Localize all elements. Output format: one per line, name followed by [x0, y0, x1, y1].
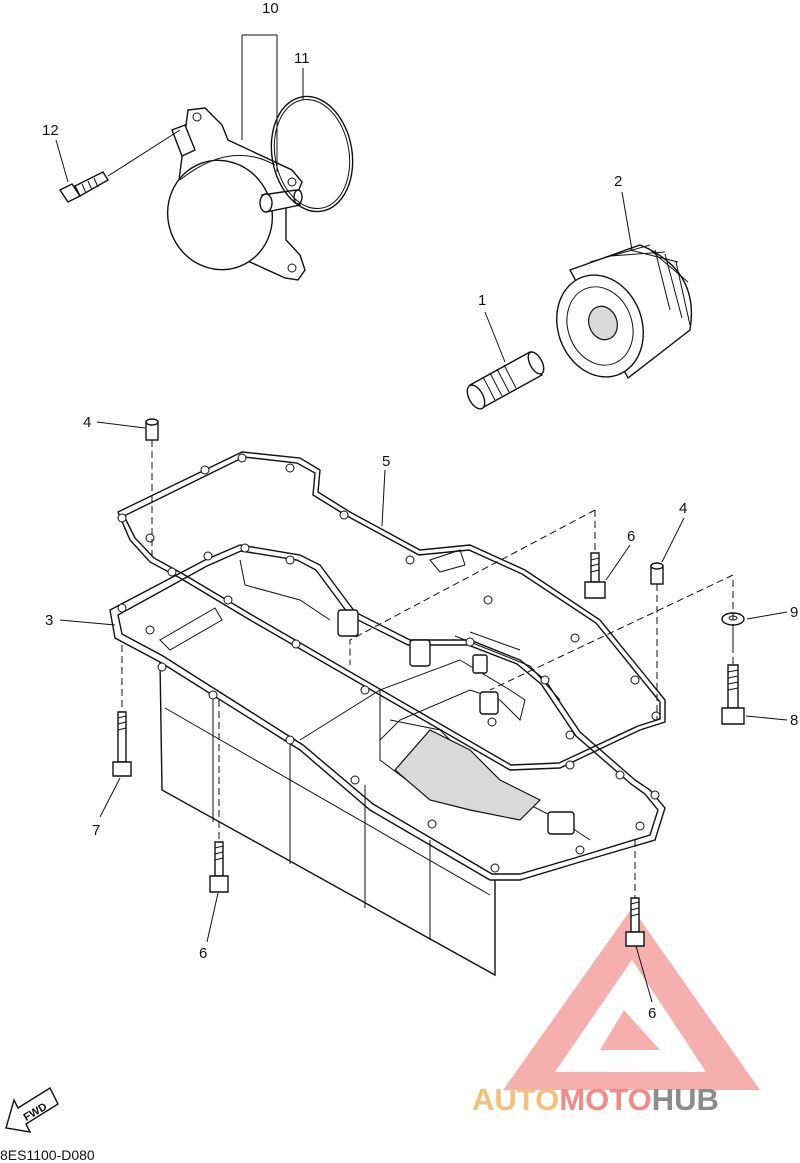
watermark-moto: MOTO	[559, 1082, 652, 1117]
watermark-triangle	[503, 908, 760, 1090]
callout-7: 7	[92, 822, 100, 839]
oil-pan	[109, 543, 666, 977]
callout-3: 3	[45, 612, 53, 629]
callout-4-left: 4	[83, 414, 91, 431]
bolt-7	[112, 711, 132, 777]
oil-filter	[556, 244, 693, 380]
watermark-hub: HUB	[651, 1082, 719, 1117]
drain-bolt-8	[721, 664, 745, 725]
leader-lines	[55, 34, 788, 1003]
callout-5: 5	[382, 453, 390, 470]
bolt-6-lower-left	[209, 841, 229, 893]
oil-cooler	[166, 107, 306, 281]
callout-9: 9	[790, 604, 798, 621]
callout-6-upper: 6	[627, 528, 635, 545]
assembly-lines	[121, 440, 734, 898]
bolt-6-upper	[584, 552, 606, 599]
watermark-auto: AUTO	[472, 1082, 560, 1117]
bolt-6-lower-right	[625, 897, 645, 947]
union-bolt	[466, 351, 545, 410]
callout-12: 12	[42, 122, 59, 139]
bolt-12	[58, 129, 181, 203]
reference-code: 8ES1100-D080	[0, 1147, 95, 1163]
callout-11: 11	[294, 50, 310, 67]
callout-8: 8	[790, 712, 798, 729]
dowel-pin-b	[650, 562, 664, 585]
watermark-brand: AUTOMOTOHUB	[472, 1082, 719, 1118]
oil-pan-gasket	[117, 451, 666, 771]
forward-arrow-icon: FWD	[5, 1086, 59, 1133]
dowel-pin-a	[145, 418, 159, 441]
callout-4-right: 4	[679, 500, 687, 517]
callout-6-lower-right: 6	[648, 1005, 656, 1022]
o-ring	[270, 95, 354, 213]
callout-2: 2	[614, 173, 622, 190]
callout-6-lower-left: 6	[199, 945, 207, 962]
callout-10: 10	[262, 0, 279, 17]
callout-1: 1	[478, 292, 486, 309]
